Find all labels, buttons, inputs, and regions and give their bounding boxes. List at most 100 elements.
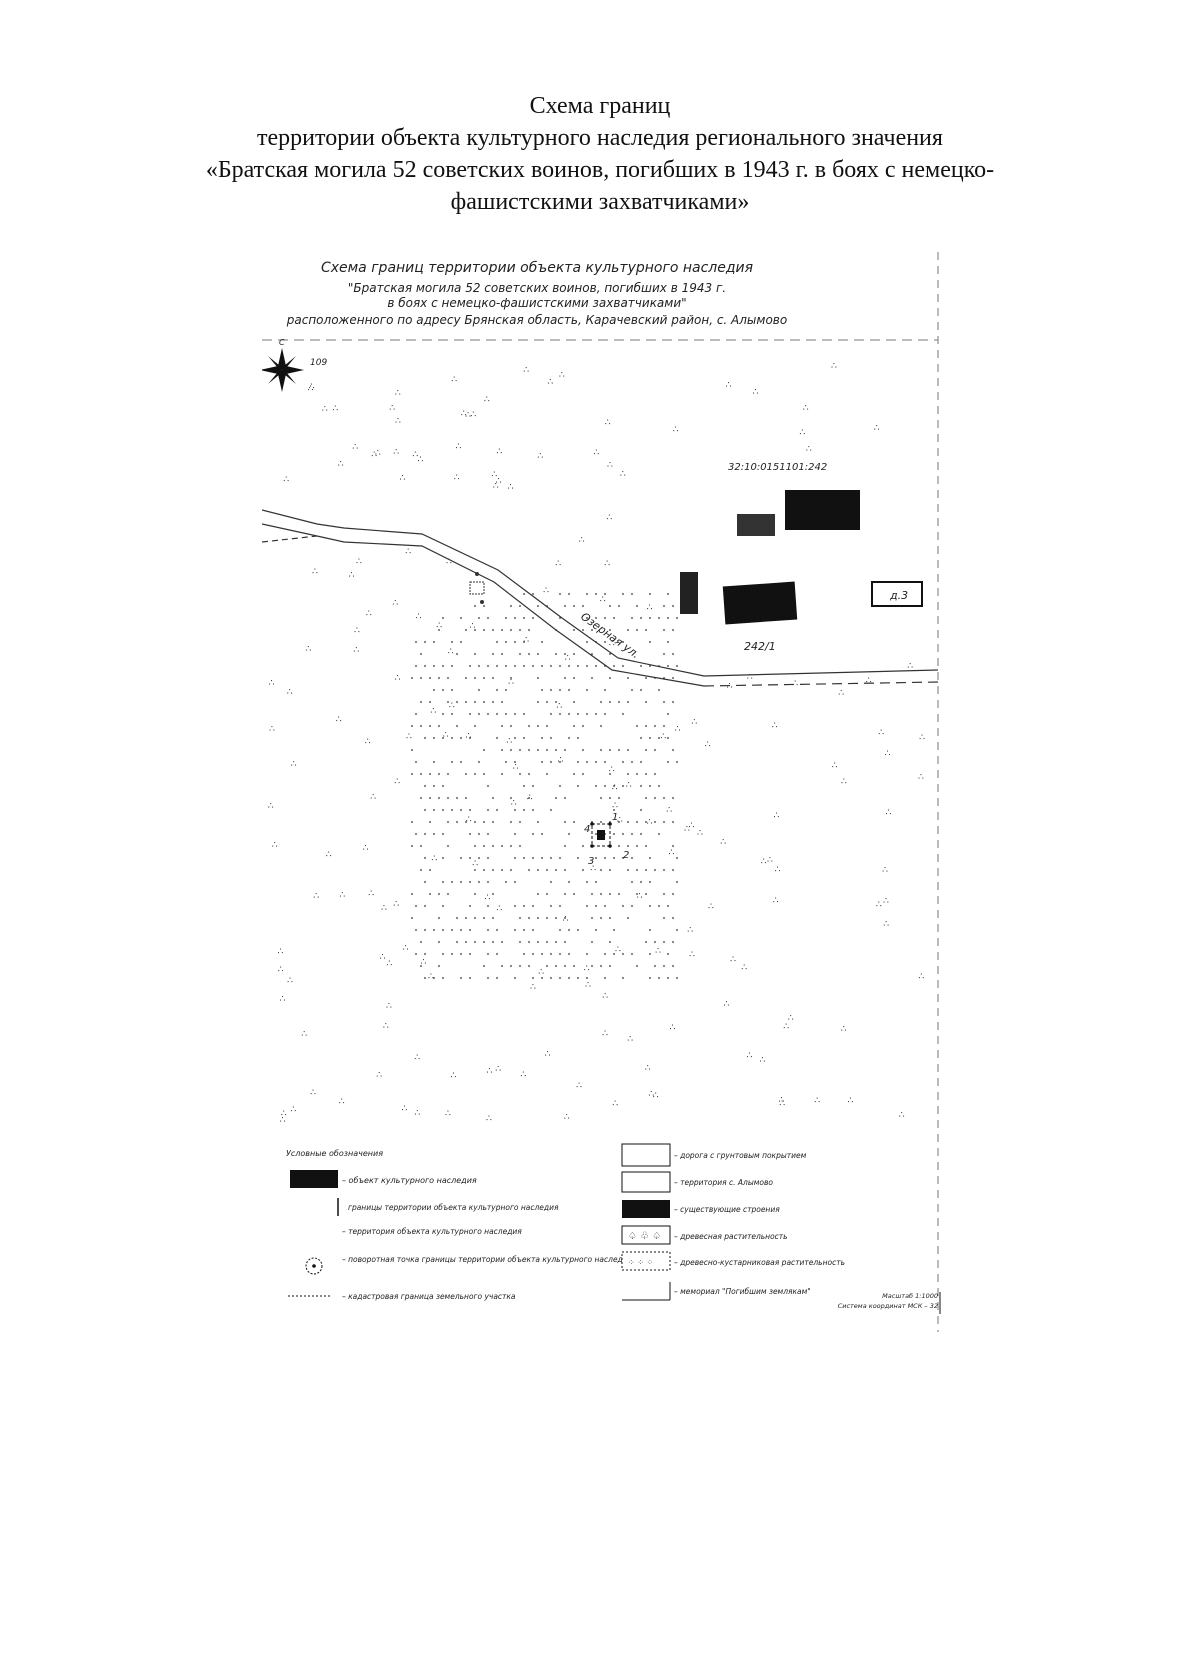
vegetation-dot <box>469 857 471 859</box>
vegetation-dot <box>492 845 494 847</box>
vegetation-dot <box>622 641 624 643</box>
vegetation-dot <box>505 881 507 883</box>
vegetation-dot <box>582 773 584 775</box>
tree-symbol: ∴ <box>585 981 591 991</box>
vegetation-dot <box>469 929 471 931</box>
tree-symbol: ∴ <box>414 1109 420 1119</box>
vegetation-dot <box>559 593 561 595</box>
vegetation-dot <box>411 677 413 679</box>
vegetation-dot <box>451 953 453 955</box>
tree-symbol: ∴ <box>883 897 889 907</box>
vegetation-dot <box>519 629 521 631</box>
vegetation-dot <box>604 905 606 907</box>
vegetation-dot <box>456 941 458 943</box>
map-svg: Схема границ территории объекта культурн… <box>262 252 941 1332</box>
vegetation-dot <box>514 809 516 811</box>
vegetation-dot <box>568 689 570 691</box>
vegetation-dot <box>424 881 426 883</box>
vegetation-dot <box>528 653 530 655</box>
tree-symbol: ∴ <box>418 455 424 465</box>
vegetation-dot <box>609 629 611 631</box>
vegetation-dot <box>555 941 557 943</box>
vegetation-dot <box>550 953 552 955</box>
vegetation-dot <box>514 929 516 931</box>
vegetation-dot <box>555 629 557 631</box>
tree-symbol: ∴ <box>615 945 621 955</box>
vegetation-dot <box>555 701 557 703</box>
vegetation-dot <box>613 785 615 787</box>
vegetation-dot <box>568 881 570 883</box>
vegetation-dot <box>487 713 489 715</box>
vegetation-dot <box>532 785 534 787</box>
vegetation-dot <box>451 641 453 643</box>
vegetation-dot <box>564 845 566 847</box>
vegetation-dot <box>483 749 485 751</box>
vegetation-dot <box>492 797 494 799</box>
tree-symbol: ∴ <box>886 808 892 818</box>
vegetation-dot <box>487 617 489 619</box>
vegetation-dot <box>442 737 444 739</box>
vegetation-dot <box>420 653 422 655</box>
tree-symbol: ∴ <box>400 474 406 484</box>
vegetation-dot <box>474 773 476 775</box>
vegetation-dot <box>600 749 602 751</box>
tree-symbol: ∴ <box>332 404 338 414</box>
vegetation-dot <box>501 965 503 967</box>
legend-swatch-memorial <box>622 1282 671 1301</box>
vegetation-dot <box>505 713 507 715</box>
tree-symbol: ∴ <box>724 1000 730 1010</box>
tree-symbol: ∴ <box>779 1099 785 1109</box>
vegetation-dot <box>478 689 480 691</box>
vegetation-dot <box>411 917 413 919</box>
vegetation-dot <box>631 857 633 859</box>
vegetation-dot <box>424 809 426 811</box>
vegetation-dot <box>564 941 566 943</box>
vegetation-dot <box>550 977 552 979</box>
vegetation-dot <box>645 629 647 631</box>
vegetation-dot <box>411 725 413 727</box>
vegetation-dot <box>469 665 471 667</box>
vegetation-dot <box>483 965 485 967</box>
vegetation-dot <box>613 617 615 619</box>
tree-symbol: ∴ <box>527 793 533 803</box>
vegetation-dot <box>537 725 539 727</box>
vegetation-dot <box>631 833 633 835</box>
vegetation-dot <box>564 653 566 655</box>
vegetation-dot <box>420 677 422 679</box>
vegetation-dot <box>487 785 489 787</box>
vegetation-dot <box>447 821 449 823</box>
tree-symbol: ∴ <box>375 448 381 458</box>
vegetation-dot <box>663 677 665 679</box>
vegetation-dot <box>523 737 525 739</box>
vegetation-dot <box>492 869 494 871</box>
vegetation-dot <box>609 893 611 895</box>
vegetation-dot <box>537 677 539 679</box>
tree-symbol: ∴ <box>874 424 880 434</box>
tree-symbol: ∴ <box>773 896 779 906</box>
vegetation-dot <box>514 857 516 859</box>
vegetation-dot <box>654 941 656 943</box>
vegetation-dot <box>510 725 512 727</box>
tree-symbol: ∴ <box>806 444 812 454</box>
vegetation-dot <box>474 605 476 607</box>
vegetation-dot <box>420 965 422 967</box>
house-number-label: д.3 <box>889 589 908 602</box>
vegetation-dot <box>438 893 440 895</box>
vegetation-dot <box>469 713 471 715</box>
vegetation-dot <box>469 881 471 883</box>
tree-symbol: ∴ <box>445 1109 451 1119</box>
vegetation-dot <box>483 677 485 679</box>
vegetation-dot <box>411 749 413 751</box>
vegetation-dot <box>465 797 467 799</box>
vegetation-dot <box>496 953 498 955</box>
tree-symbol: ∴ <box>788 1013 794 1023</box>
tree-symbol: ∴ <box>876 900 882 910</box>
tree-symbol: ∴ <box>832 761 838 771</box>
tree-symbol: ∴ <box>760 1056 766 1066</box>
vegetation-dot <box>582 605 584 607</box>
vegetation-dot <box>460 737 462 739</box>
tree-symbol: ∴ <box>472 859 478 869</box>
vegetation-dot <box>636 725 638 727</box>
vegetation-dot <box>492 893 494 895</box>
vegetation-dot <box>420 941 422 943</box>
